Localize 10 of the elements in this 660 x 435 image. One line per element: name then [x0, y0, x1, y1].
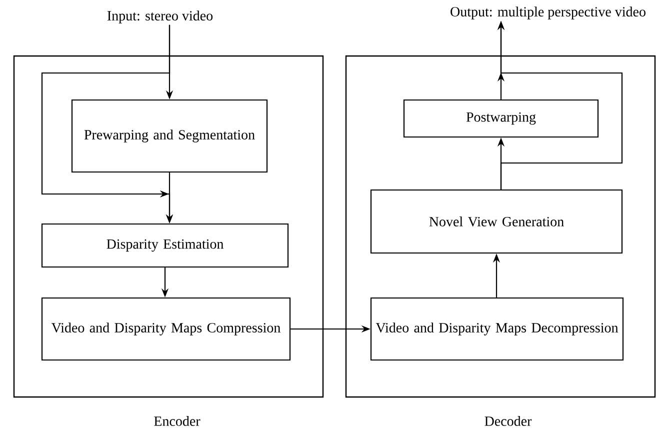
box-heading: Decoder	[484, 416, 532, 426]
process-box: Novel View Generation	[370, 189, 623, 254]
process-box: Postwarping	[403, 99, 599, 138]
io-label: Output: multiple perspective video	[450, 6, 646, 20]
io-label: Input: stereo video	[107, 10, 213, 24]
process-box: Disparity Estimation	[41, 223, 289, 268]
process-box: Video and Disparity Maps Decompression	[370, 297, 624, 361]
process-box: Prewarping and Segmentation	[71, 99, 268, 173]
process-box: Video and Disparity Maps Compression	[41, 297, 291, 361]
box-heading: Encoder	[154, 416, 200, 426]
